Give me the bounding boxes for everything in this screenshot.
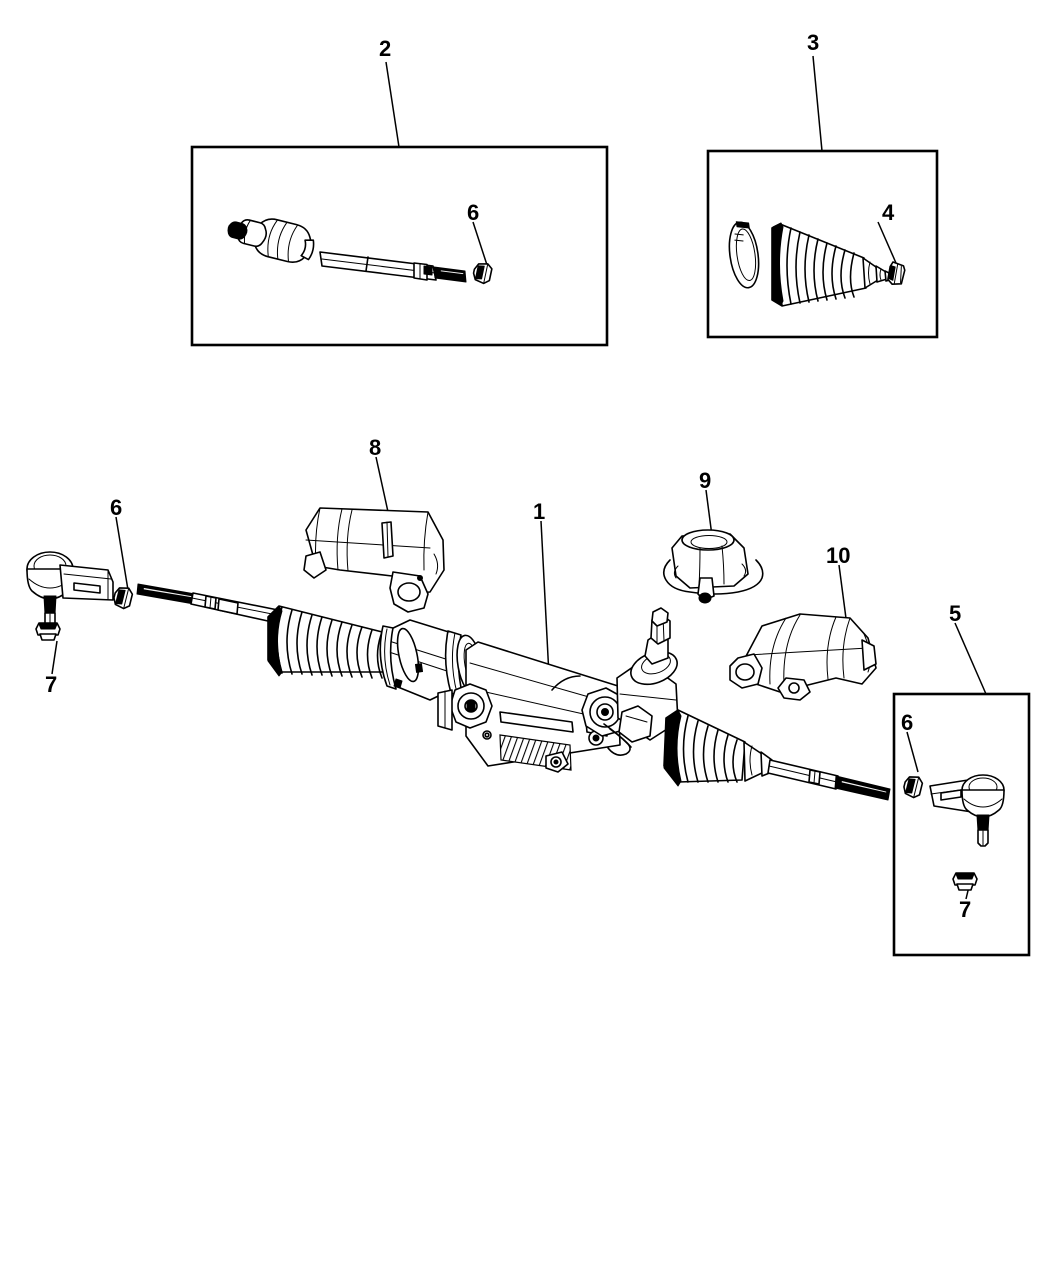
part-heat-shield-left xyxy=(303,507,445,613)
tie-rod-arm-left xyxy=(59,564,114,601)
part-inner-tie-rod-assembly xyxy=(227,218,493,285)
boot-bellows xyxy=(771,222,894,307)
part-heat-shield-right xyxy=(729,613,877,701)
part-isolator-bushing xyxy=(662,529,764,604)
callout-number-9: 9 xyxy=(699,468,712,493)
leader-7-left xyxy=(51,640,58,675)
stud-nut-left xyxy=(35,622,61,641)
part-boot-kit xyxy=(728,221,906,307)
callout-number-7-left: 7 xyxy=(45,672,58,697)
leader-6-box5 xyxy=(906,731,919,773)
stud-nut-box5 xyxy=(952,872,978,891)
part-outer-tie-rod-left xyxy=(26,551,289,641)
inset-box-boot-kit xyxy=(706,149,939,339)
callout-number-4: 4 xyxy=(882,200,895,225)
leader-3 xyxy=(812,55,823,152)
callout-number-7-box5: 7 xyxy=(959,897,972,922)
part-outer-tie-rod-right xyxy=(903,774,1005,891)
callout-number-6-box2: 6 xyxy=(467,200,480,225)
jam-nut-box5 xyxy=(903,776,924,799)
inset-box-inner-tie-rod xyxy=(190,145,609,347)
leader-2 xyxy=(385,61,400,148)
callout-number-8: 8 xyxy=(369,435,382,460)
clamp-large xyxy=(728,221,760,289)
callout-number-1: 1 xyxy=(533,499,546,524)
leader-1 xyxy=(540,520,550,677)
jam-nut-box2 xyxy=(472,263,493,285)
boot-left-on-rack xyxy=(267,605,393,679)
boot-right-on-rack xyxy=(663,709,773,787)
leader-6-box2 xyxy=(472,221,488,266)
leader-10 xyxy=(838,564,848,627)
callout-number-6-box5: 6 xyxy=(901,710,914,735)
leader-5 xyxy=(954,622,987,695)
callout-number-6-left: 6 xyxy=(110,495,123,520)
leader-4 xyxy=(877,221,897,264)
callout-number-2: 2 xyxy=(379,36,392,61)
part-steering-gear-housing xyxy=(379,607,891,801)
inset-box-outer-tie-rod xyxy=(892,692,1031,957)
leader-9 xyxy=(705,489,713,537)
leader-6-left xyxy=(115,516,129,591)
pinion-input-shaft xyxy=(616,607,679,743)
clamp-small xyxy=(887,261,906,285)
jam-nut-left xyxy=(113,587,134,610)
inset-boxes xyxy=(190,145,1031,957)
callout-number-3: 3 xyxy=(807,30,820,55)
callout-number-10: 10 xyxy=(826,543,851,568)
callout-number-5: 5 xyxy=(949,601,962,626)
